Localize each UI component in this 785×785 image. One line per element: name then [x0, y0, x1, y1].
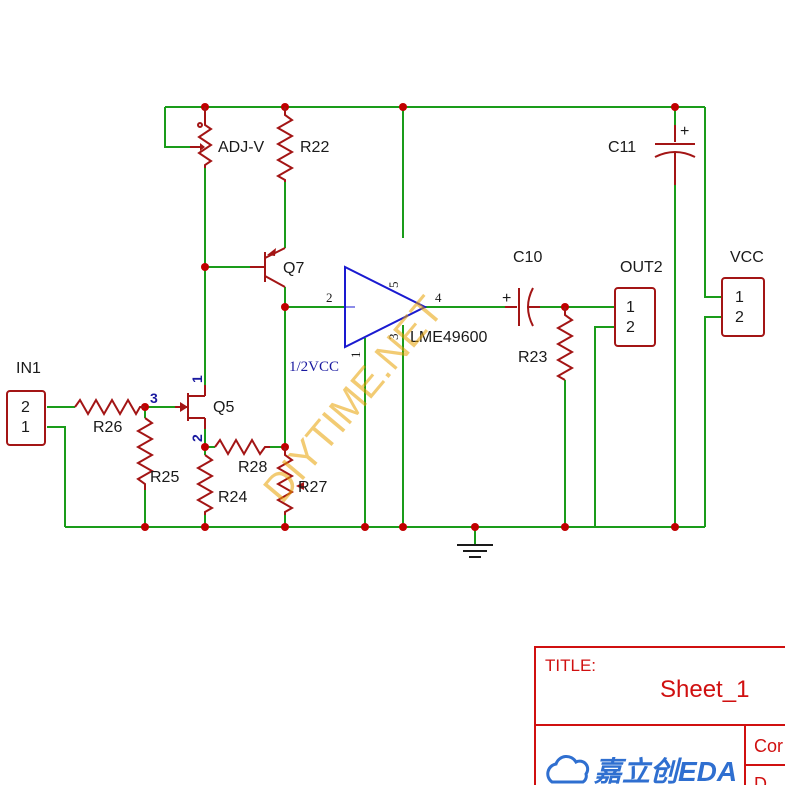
out2-pin-2: 2: [626, 319, 635, 336]
c10-plus: +: [502, 290, 511, 307]
u-pin-5: 5: [386, 282, 401, 289]
company-label: Cor: [754, 736, 783, 756]
sheet-name: Sheet_1: [660, 676, 749, 703]
resistor-r26[interactable]: R26: [74, 397, 145, 436]
connector-vcc[interactable]: 1 2 VCC: [721, 249, 765, 337]
r28-label: R28: [238, 459, 267, 476]
u-pin-in: 2: [326, 290, 333, 305]
q5-label: Q5: [213, 399, 234, 416]
in1-pin-1: 1: [21, 419, 30, 436]
r26-label: R26: [93, 419, 122, 436]
lme49600-label: LME49600: [410, 329, 487, 346]
r27-label: R27: [298, 479, 327, 496]
eda-logo-text: 嘉立创EDA: [593, 756, 737, 785]
r23-label: R23: [518, 349, 547, 366]
r22-label: R22: [300, 139, 329, 156]
q7-label: Q7: [283, 260, 304, 277]
vcc-label: VCC: [730, 249, 764, 266]
potentiometer-adj-v[interactable]: ADJ-V: [190, 107, 265, 168]
resistor-r24[interactable]: R24: [195, 454, 247, 515]
cloud-logo-icon: [546, 755, 590, 784]
half-vcc-net-label: 1/2VCC: [289, 359, 339, 375]
capacitor-c10[interactable]: + C10: [502, 249, 542, 327]
wires: [47, 106, 722, 545]
u-pin-1: 1: [348, 352, 363, 359]
connector-out2[interactable]: 1 2 OUT2: [614, 259, 663, 347]
resistor-r25[interactable]: R25: [135, 417, 179, 490]
capacitor-c11[interactable]: + C11: [608, 123, 696, 185]
vcc-pin-1: 1: [735, 289, 744, 306]
resistor-r28[interactable]: R28: [214, 437, 270, 476]
title-block: TITLE: Sheet_1 Cor D 嘉立创EDA: [534, 646, 785, 785]
resistor-r27[interactable]: R27: [275, 447, 327, 515]
out2-pin-1: 1: [626, 299, 635, 316]
u-pin-3: 3: [386, 334, 401, 341]
resistor-r23[interactable]: R23: [518, 307, 575, 381]
c11-label: C11: [608, 139, 636, 156]
in1-label: IN1: [16, 360, 41, 377]
q5-pin-1: 1: [189, 375, 205, 383]
u-pin-out: 4: [435, 290, 442, 305]
jfet-q5[interactable]: 3 1 2 Q5: [150, 375, 234, 442]
in1-pin-2: 2: [21, 399, 30, 416]
transistor-q7[interactable]: Q7: [250, 247, 304, 288]
c10-label: C10: [513, 249, 542, 266]
r25-label: R25: [150, 469, 179, 486]
adj-v-label: ADJ-V: [218, 139, 265, 156]
r24-label: R24: [218, 489, 247, 506]
resistor-r22[interactable]: R22: [275, 107, 329, 182]
q5-pin-2: 2: [189, 434, 205, 442]
title-label: TITLE:: [545, 656, 596, 675]
buffer-lme49600[interactable]: 2 4 5 3 1 LME49600: [326, 265, 487, 359]
doc-label: D: [754, 774, 767, 785]
out2-label: OUT2: [620, 259, 663, 276]
q5-pin-3: 3: [150, 390, 158, 406]
ground-symbol: [457, 544, 493, 558]
vcc-pin-2: 2: [735, 309, 744, 326]
connector-in1[interactable]: 2 1 IN1: [6, 360, 46, 446]
c11-plus: +: [680, 123, 689, 140]
